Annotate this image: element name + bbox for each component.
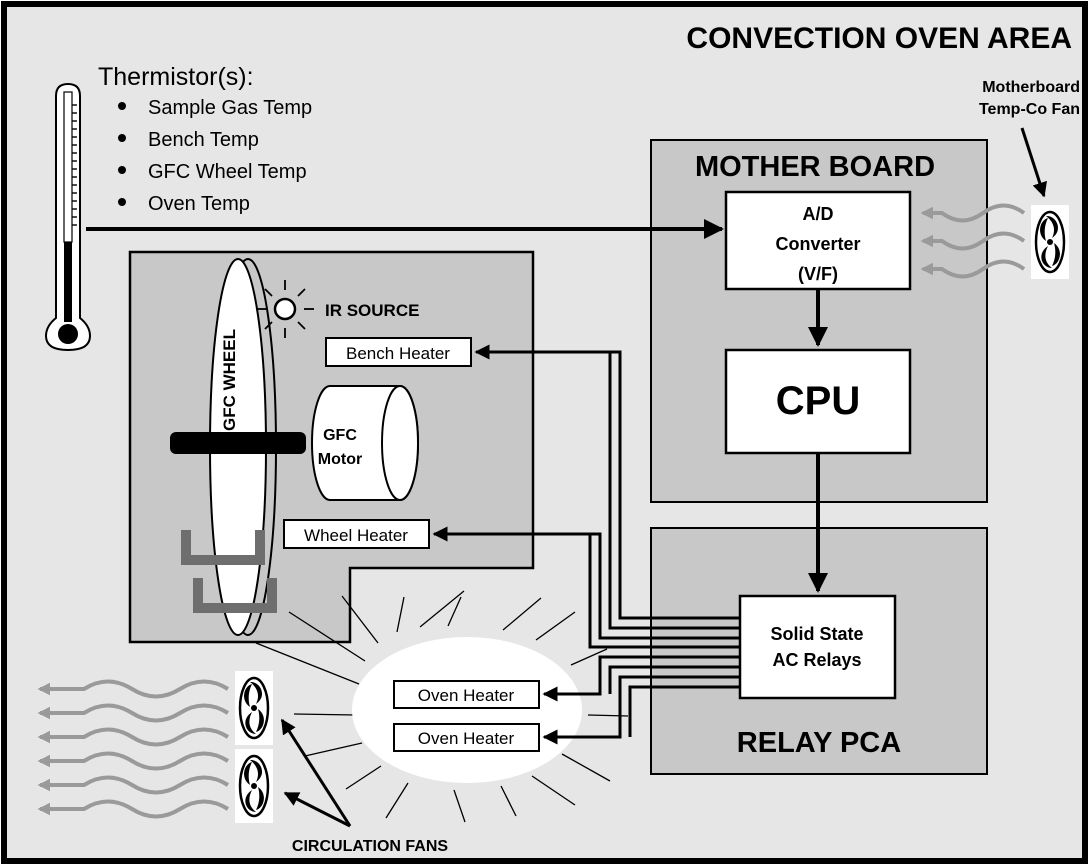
relay-to-oven-heater-2-return <box>628 685 740 737</box>
relay-to-wheel-heater-return <box>588 534 740 649</box>
circulation-fan-icon-2 <box>233 747 275 825</box>
bench-heater-label: Bench Heater <box>346 344 450 363</box>
circulation-fans-label: CIRCULATION FANS <box>292 838 448 855</box>
relay-to-oven-heater-1-line <box>542 655 740 702</box>
solid-state-relays-box <box>738 594 897 700</box>
motherboard-fan-label-line1: Motherboard <box>982 79 1080 96</box>
relay-to-bench-heater-line <box>474 344 740 620</box>
relay-to-bench-heater-return <box>608 352 740 630</box>
thermistor-title: Thermistor(s): <box>98 63 254 91</box>
ir-source-icon <box>256 280 314 338</box>
cpu-label: CPU <box>776 379 860 423</box>
bench-heater-box <box>325 337 472 367</box>
circulation-fan-icon-1 <box>233 669 275 747</box>
mother-board-title: MOTHER BOARD <box>695 151 935 183</box>
relay-to-oven-heater-1-return <box>608 665 740 694</box>
relay-to-wheel-heater-line <box>432 526 740 640</box>
oven-heater-box-1 <box>393 680 540 709</box>
gfc-motor-line1: GFC <box>323 427 357 444</box>
thermometer-icon <box>44 82 92 352</box>
thermistor-item-oven: Oven Temp <box>148 193 250 215</box>
area-title: CONVECTION OVEN AREA <box>686 22 1072 55</box>
ad-converter-line3: (V/F) <box>798 264 838 284</box>
relay-pca-title: RELAY PCA <box>737 727 901 759</box>
gfc-wheel-label: GFC WHEEL <box>220 329 239 431</box>
gfc-motor-line2: Motor <box>318 451 362 468</box>
ad-converter-box <box>724 190 912 291</box>
thermistor-list: Sample Gas Temp Bench Temp GFC Wheel Tem… <box>118 97 312 215</box>
oven-heater-label-1: Oven Heater <box>418 686 515 705</box>
motherboard-airflow <box>920 203 1026 279</box>
wheel-heater-box <box>283 519 430 549</box>
relays-label-line1: Solid State <box>770 624 863 644</box>
circulation-airflow <box>37 679 230 819</box>
ad-converter-line1: A/D <box>803 204 834 224</box>
connections <box>86 219 828 745</box>
motherboard-fan-pointer <box>1020 127 1047 198</box>
ir-source-label: IR SOURCE <box>325 301 419 320</box>
oven-heater-zone <box>352 637 582 783</box>
gfc-wheel <box>170 258 306 636</box>
oven-heat-rays <box>255 590 629 823</box>
thermistor-item-gfc-wheel: GFC Wheel Temp <box>148 161 307 183</box>
relay-to-oven-heater-2-line <box>542 675 740 745</box>
cpu-box <box>724 348 912 455</box>
motherboard-fan-icon <box>1029 203 1071 281</box>
gfc-motor <box>311 385 419 501</box>
motherboard-fan-label-line2: Temp-Co Fan <box>979 101 1080 118</box>
oven-heater-label-2: Oven Heater <box>418 729 515 748</box>
circulation-fan-pointers <box>280 718 352 828</box>
oven-heater-box-2 <box>393 723 540 752</box>
thermistor-item-bench: Bench Temp <box>148 129 259 151</box>
thermistor-item-sample-gas: Sample Gas Temp <box>148 97 312 119</box>
wheel-heater-label: Wheel Heater <box>304 526 408 545</box>
relays-label-line2: AC Relays <box>772 650 861 670</box>
ad-converter-line2: Converter <box>775 234 860 254</box>
